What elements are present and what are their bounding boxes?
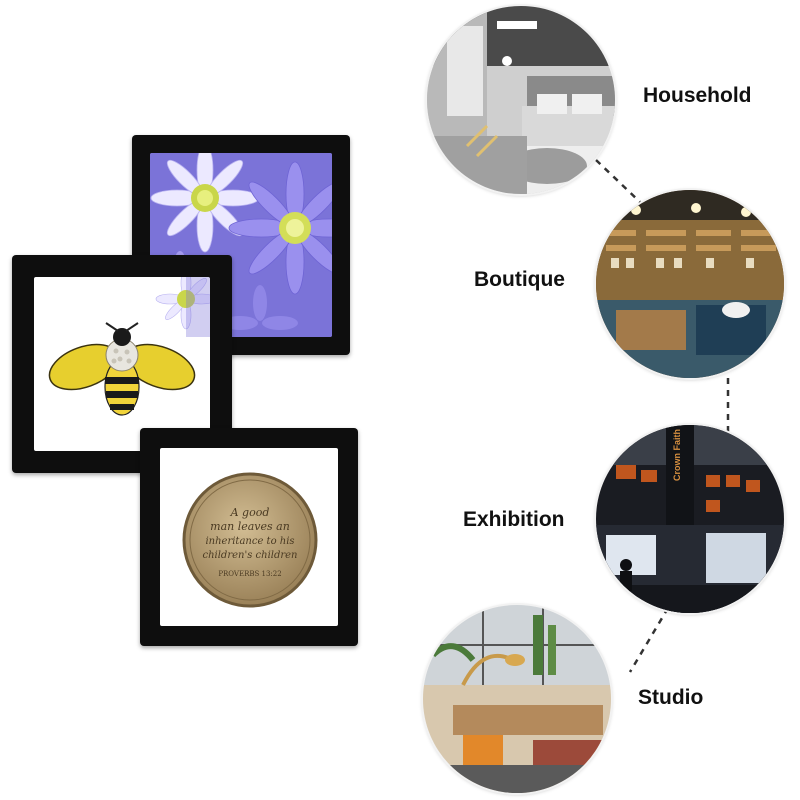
scene-label-studio: Studio [638, 686, 704, 709]
coin-text-line4: children's children [202, 550, 297, 561]
scene-label-exhibition: Exhibition [463, 508, 565, 531]
coin-text-line2: man leaves an [210, 520, 290, 533]
scene-label-boutique: Boutique [474, 268, 565, 291]
boutique-photo [596, 190, 784, 378]
studio-photo [423, 605, 611, 793]
coin-image: A good man leaves an inheritance to his … [160, 448, 338, 626]
household-photo [427, 6, 615, 194]
coin-text-line1: A good [230, 506, 270, 519]
exhibition-sign: Crown Faith [672, 429, 682, 481]
coin-reference: PROVERBS 13:22 [218, 570, 281, 578]
display-frame-coin: A good man leaves an inheritance to his … [140, 428, 358, 646]
scene-label-household: Household [643, 84, 752, 107]
bee-brooch-image [34, 277, 210, 451]
exhibition-photo: Crown Faith [596, 425, 784, 613]
coin-text-line3: inheritance to his [205, 536, 294, 547]
